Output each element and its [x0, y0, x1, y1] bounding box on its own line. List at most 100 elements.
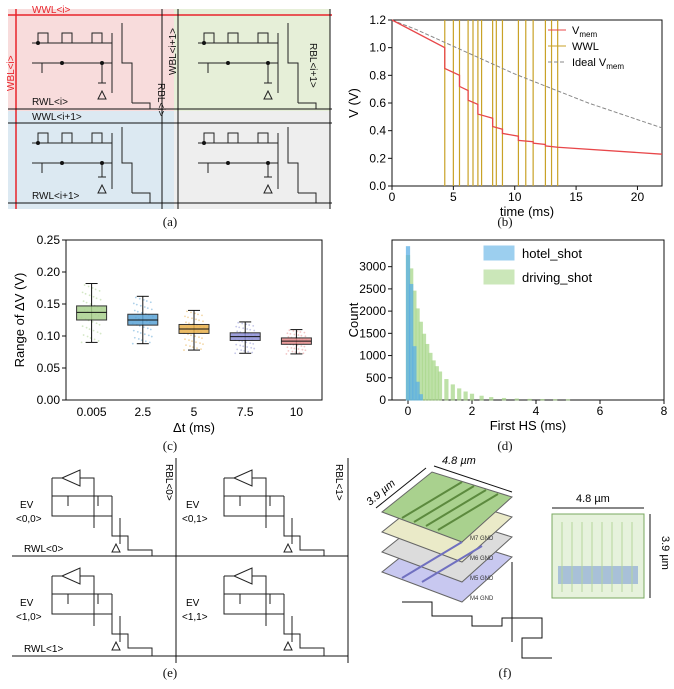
hist-bar-driving_shot: [501, 397, 507, 401]
hist-bar-driving_shot: [469, 393, 475, 401]
label-dim-h2: 3.9 µm: [659, 536, 671, 570]
label-rwl-i1: RWL<i+1>: [32, 191, 80, 202]
hist-bar-hotel_shot: [409, 283, 414, 401]
scatter-point: [302, 352, 305, 355]
scatter-point: [82, 334, 85, 336]
scatter-point: [236, 330, 239, 333]
y-tick-label: 0.0: [369, 179, 386, 193]
scatter-point: [304, 349, 307, 352]
scatter-point: [236, 348, 239, 351]
plot-frame: [65, 239, 323, 401]
scatter-point: [246, 328, 249, 330]
scatter-point: [288, 329, 291, 332]
layout-thumbnail: [551, 513, 645, 599]
scatter-point: [286, 346, 289, 349]
label-ev-index-1-0: <1,0>: [16, 612, 42, 623]
scatter-point: [85, 301, 88, 304]
y-axis-label: Range of ΔV (V): [12, 273, 27, 368]
scatter-point: [136, 330, 139, 333]
scatter-point: [95, 297, 98, 300]
scatter-point: [98, 323, 101, 326]
scatter-point: [195, 341, 197, 344]
hist-bar-driving_shot: [444, 379, 449, 401]
metal-stack: [381, 471, 513, 603]
legend-label: WWL: [572, 41, 599, 53]
y-tick-label: 0.15: [37, 297, 61, 311]
scatter-point: [96, 331, 99, 333]
label-m5: M5 GND: [470, 576, 494, 582]
scatter-point: [138, 297, 141, 300]
y-tick-label: 1000: [359, 349, 386, 363]
scatter-point: [248, 324, 251, 326]
label-wwl-i1: WWL<i+1>: [32, 112, 82, 123]
scatter-point: [139, 332, 142, 334]
scatter-point: [194, 335, 196, 338]
ev-cell-circuits: [51, 469, 325, 656]
scatter-point: [192, 346, 194, 349]
scatter-point: [245, 323, 248, 326]
y-tick-label: 0.05: [37, 361, 61, 375]
scatter-point: [249, 328, 252, 331]
scatter-point: [303, 331, 306, 334]
y-tick-label: 1500: [359, 326, 386, 340]
label-rbl1: RBL<1>: [333, 464, 344, 501]
y-tick-label: 1.0: [369, 41, 386, 55]
scatter-point: [140, 311, 143, 314]
hist-bar-driving_shot: [514, 398, 519, 401]
scatter-point: [191, 340, 193, 343]
scatter-point: [91, 320, 94, 323]
scatter-point: [91, 287, 94, 289]
legend-swatch: [483, 269, 515, 285]
label-wwl-i: WWL<i>: [32, 5, 71, 16]
scatter-point: [304, 335, 307, 338]
scatter-point: [294, 351, 297, 353]
scatter-point: [136, 310, 139, 313]
scatter-point: [146, 327, 149, 330]
scatter-point: [142, 326, 145, 329]
scatter-point: [132, 302, 135, 305]
dim-arrow-h: [375, 467, 427, 509]
scatter-point: [188, 339, 190, 342]
dim-arrow-w: [433, 465, 513, 493]
scatter-point: [200, 348, 202, 350]
legend-label: Ideal Vmem: [572, 57, 624, 71]
x-tick-label: 0: [389, 190, 396, 204]
scatter-point: [146, 307, 149, 310]
scatter-point: [198, 319, 200, 322]
plot-frame: [391, 19, 663, 187]
label-ev-0-0: EV: [20, 500, 34, 511]
label-ev-1-0: EV: [20, 598, 34, 609]
x-tick-label: 2.5: [134, 405, 151, 419]
scatter-point: [95, 322, 98, 325]
scatter-point: [293, 333, 296, 336]
hist-bar-driving_shot: [437, 371, 443, 401]
label-ev-0-1: EV: [186, 500, 200, 511]
scatter-point: [142, 298, 145, 301]
scatter-point: [202, 343, 204, 346]
y-tick-label: 0.10: [37, 329, 61, 343]
scatter-point: [133, 336, 136, 339]
caption-d: (d): [497, 438, 513, 453]
scatter-point: [83, 284, 86, 286]
scatter-point: [86, 335, 89, 338]
label-ev-1-1: EV: [186, 598, 200, 609]
scatter-point: [144, 340, 147, 343]
scatter-point: [201, 337, 203, 340]
hist-bar-driving_shot: [463, 391, 468, 401]
y-tick-label: 0.8: [369, 68, 386, 82]
x-axis-label: Δt (ms): [173, 420, 215, 435]
layout-lines: [561, 522, 633, 592]
label-rwl1: RWL<1>: [24, 644, 63, 655]
scatter-point: [99, 332, 102, 335]
hist-bar-driving_shot: [450, 384, 455, 401]
scatter-point: [253, 347, 256, 350]
series-ideal-vmem: [391, 19, 663, 129]
box: [76, 305, 108, 321]
scatter-point: [81, 291, 84, 294]
scatter-point: [92, 295, 95, 298]
scatter-point: [133, 309, 136, 312]
caption-e: (e): [162, 665, 178, 680]
scatter-point: [290, 346, 293, 349]
